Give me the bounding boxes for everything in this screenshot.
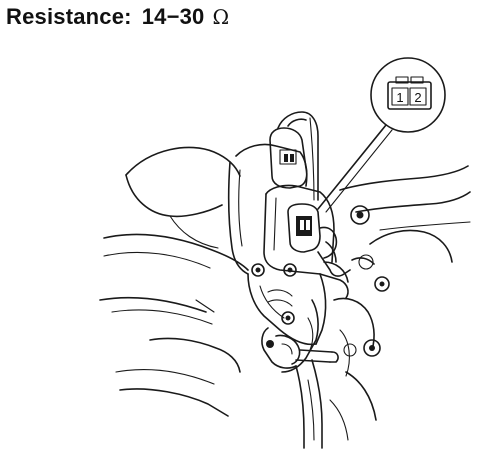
hose: [295, 359, 323, 449]
engine-outline-left: [99, 146, 249, 417]
connector-callout: 1 2: [317, 57, 446, 213]
callout-leader-line: [317, 124, 387, 210]
pin-1-label: 1: [396, 90, 403, 105]
valve-connector: [287, 203, 351, 277]
engine-outline-right: [329, 165, 471, 441]
connector-face: 1 2: [387, 76, 432, 110]
resistance-value: 14−30: [141, 4, 205, 29]
resistance-label: Resistance:: [6, 4, 132, 29]
upper-connector: [269, 111, 319, 201]
resistance-unit: Ω: [212, 5, 230, 29]
callout-circle: [370, 57, 446, 133]
resistance-spec: Resistance: 14−30 Ω: [6, 4, 229, 30]
lower-fitting: [261, 327, 339, 369]
pin-2-label: 2: [414, 90, 421, 105]
